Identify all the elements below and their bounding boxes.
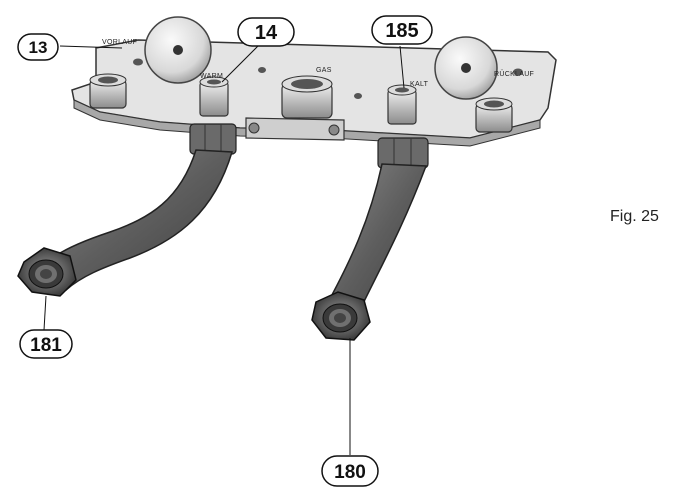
valve-knob-right xyxy=(434,36,498,100)
callout-180: 180 xyxy=(321,455,379,487)
leader-lines xyxy=(43,45,405,455)
svg-text:185: 185 xyxy=(385,20,418,42)
fitting-gas xyxy=(281,75,333,119)
label-kalt: KALT xyxy=(410,81,429,88)
svg-text:181: 181 xyxy=(30,335,62,356)
label-warm: WARM xyxy=(200,73,223,80)
hose-181 xyxy=(47,149,233,292)
figure-caption: Fig. 25 xyxy=(610,208,659,225)
fitting-vorlauf xyxy=(89,73,127,109)
svg-text:180: 180 xyxy=(334,462,366,483)
label-gas: GAS xyxy=(316,67,332,74)
hose-nut-upper-left xyxy=(189,123,237,155)
label-rucklauf: RÜCKLAUF xyxy=(494,70,534,78)
callout-13: 13 xyxy=(17,33,59,61)
fitting-kalt xyxy=(387,84,417,125)
fitting-warm xyxy=(199,76,229,117)
callout-181: 181 xyxy=(19,329,73,359)
fitting-rucklauf xyxy=(475,97,513,133)
gas-clamp xyxy=(245,117,345,141)
hose-end-nut-181 xyxy=(17,247,77,297)
svg-text:13: 13 xyxy=(29,38,48,57)
callout-14: 14 xyxy=(237,17,295,47)
callout-185: 185 xyxy=(371,15,433,45)
hose-end-nut-180 xyxy=(311,291,371,341)
valve-knob-left xyxy=(144,16,212,84)
svg-text:14: 14 xyxy=(255,22,278,44)
label-vorlauf: VORLAUF xyxy=(102,39,137,46)
